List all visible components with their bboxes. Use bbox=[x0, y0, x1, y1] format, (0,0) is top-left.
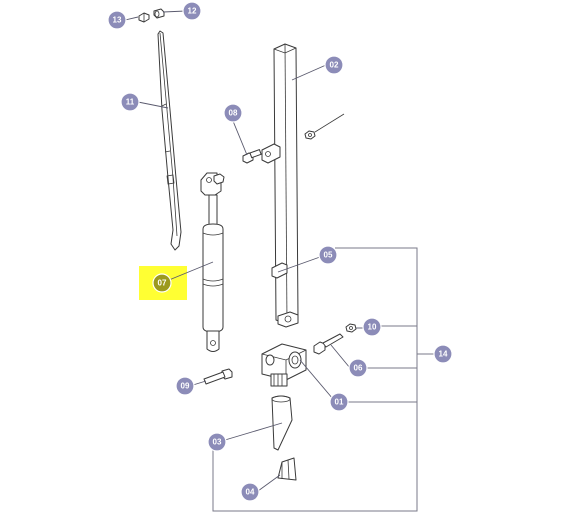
part-01-base[interactable] bbox=[261, 343, 307, 387]
svg-text:05: 05 bbox=[324, 251, 333, 260]
callout-04[interactable]: 04 bbox=[240, 482, 260, 502]
part-12-fitting[interactable] bbox=[153, 8, 165, 19]
callout-10[interactable]: 10 bbox=[362, 317, 382, 337]
svg-text:13: 13 bbox=[113, 16, 122, 25]
svg-text:02: 02 bbox=[330, 61, 339, 70]
part-11-wiper-arm[interactable] bbox=[157, 30, 182, 251]
part-08-screw[interactable] bbox=[242, 149, 262, 164]
part-02-post[interactable] bbox=[261, 43, 299, 328]
svg-text:10: 10 bbox=[368, 323, 377, 332]
part-04-cap[interactable] bbox=[277, 457, 297, 481]
callout-14[interactable]: 14 bbox=[433, 344, 453, 364]
part-07-cylinder[interactable] bbox=[200, 172, 225, 352]
svg-text:03: 03 bbox=[213, 438, 222, 447]
svg-text:09: 09 bbox=[181, 382, 190, 391]
callout-07[interactable]: 07 bbox=[152, 273, 172, 293]
part-13-nut[interactable] bbox=[138, 12, 150, 23]
svg-text:04: 04 bbox=[246, 488, 255, 497]
svg-text:12: 12 bbox=[188, 7, 197, 16]
callout-03[interactable]: 03 bbox=[207, 432, 227, 452]
svg-text:11: 11 bbox=[126, 98, 135, 107]
callout-06[interactable]: 06 bbox=[348, 358, 368, 378]
callout-05[interactable]: 05 bbox=[318, 245, 338, 265]
callout-02[interactable]: 02 bbox=[324, 55, 344, 75]
svg-text:14: 14 bbox=[439, 350, 448, 359]
assembly-14-bracket bbox=[212, 247, 434, 512]
svg-text:06: 06 bbox=[354, 364, 363, 373]
post-top-nut[interactable] bbox=[304, 113, 345, 140]
part-09-screw[interactable] bbox=[203, 368, 233, 385]
callout-12[interactable]: 12 bbox=[182, 1, 202, 21]
callout-13[interactable]: 13 bbox=[107, 10, 127, 30]
part-06-bolt[interactable] bbox=[313, 333, 344, 355]
callout-01[interactable]: 01 bbox=[329, 392, 349, 412]
svg-text:07: 07 bbox=[158, 279, 167, 288]
part-10-nut[interactable] bbox=[345, 323, 357, 333]
callout-11[interactable]: 11 bbox=[120, 92, 140, 112]
svg-text:08: 08 bbox=[229, 109, 238, 118]
svg-text:01: 01 bbox=[335, 398, 344, 407]
callout-08[interactable]: 08 bbox=[223, 103, 243, 123]
callout-09[interactable]: 09 bbox=[175, 376, 195, 396]
